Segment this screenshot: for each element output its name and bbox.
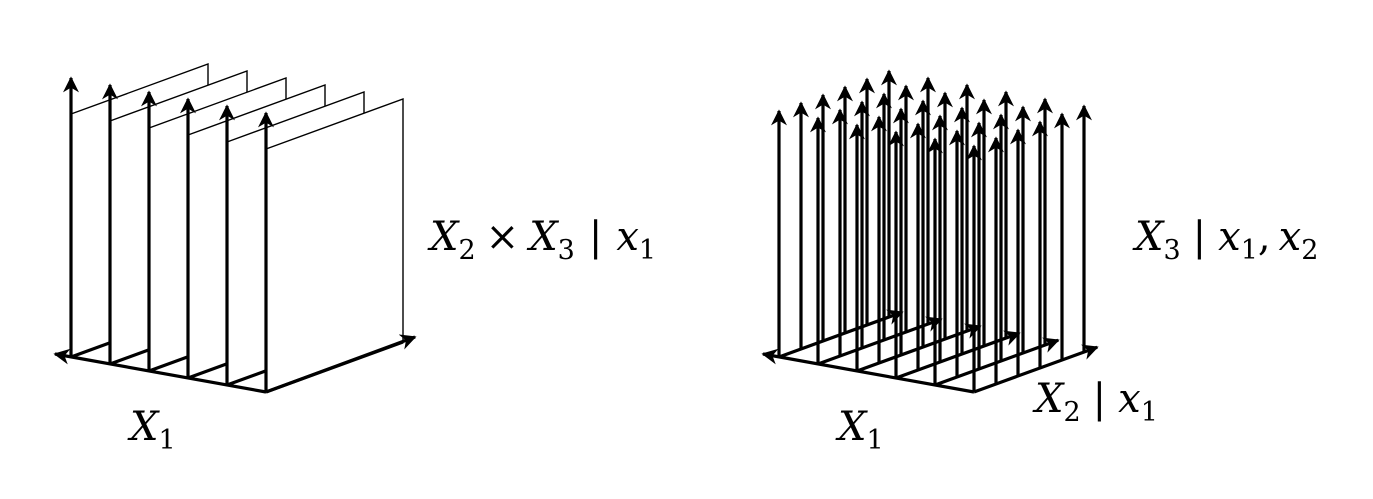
left-conditional-label: X2×X3|x1 xyxy=(427,214,656,266)
left-x1-label: X1 xyxy=(127,404,176,456)
right-x1-label: X1 xyxy=(835,404,884,456)
x2-axis-arrow xyxy=(265,334,417,394)
left-panel-slices xyxy=(53,62,417,394)
x1-axis-arrow xyxy=(761,348,975,394)
right-panel-fibers xyxy=(761,69,1099,394)
x1-axis-arrow xyxy=(53,348,267,394)
right-x3-label: X3|x1,x2 xyxy=(1132,214,1318,266)
base-x2-line xyxy=(973,344,1099,394)
right-x2-label: X2|x1 xyxy=(1032,376,1158,428)
